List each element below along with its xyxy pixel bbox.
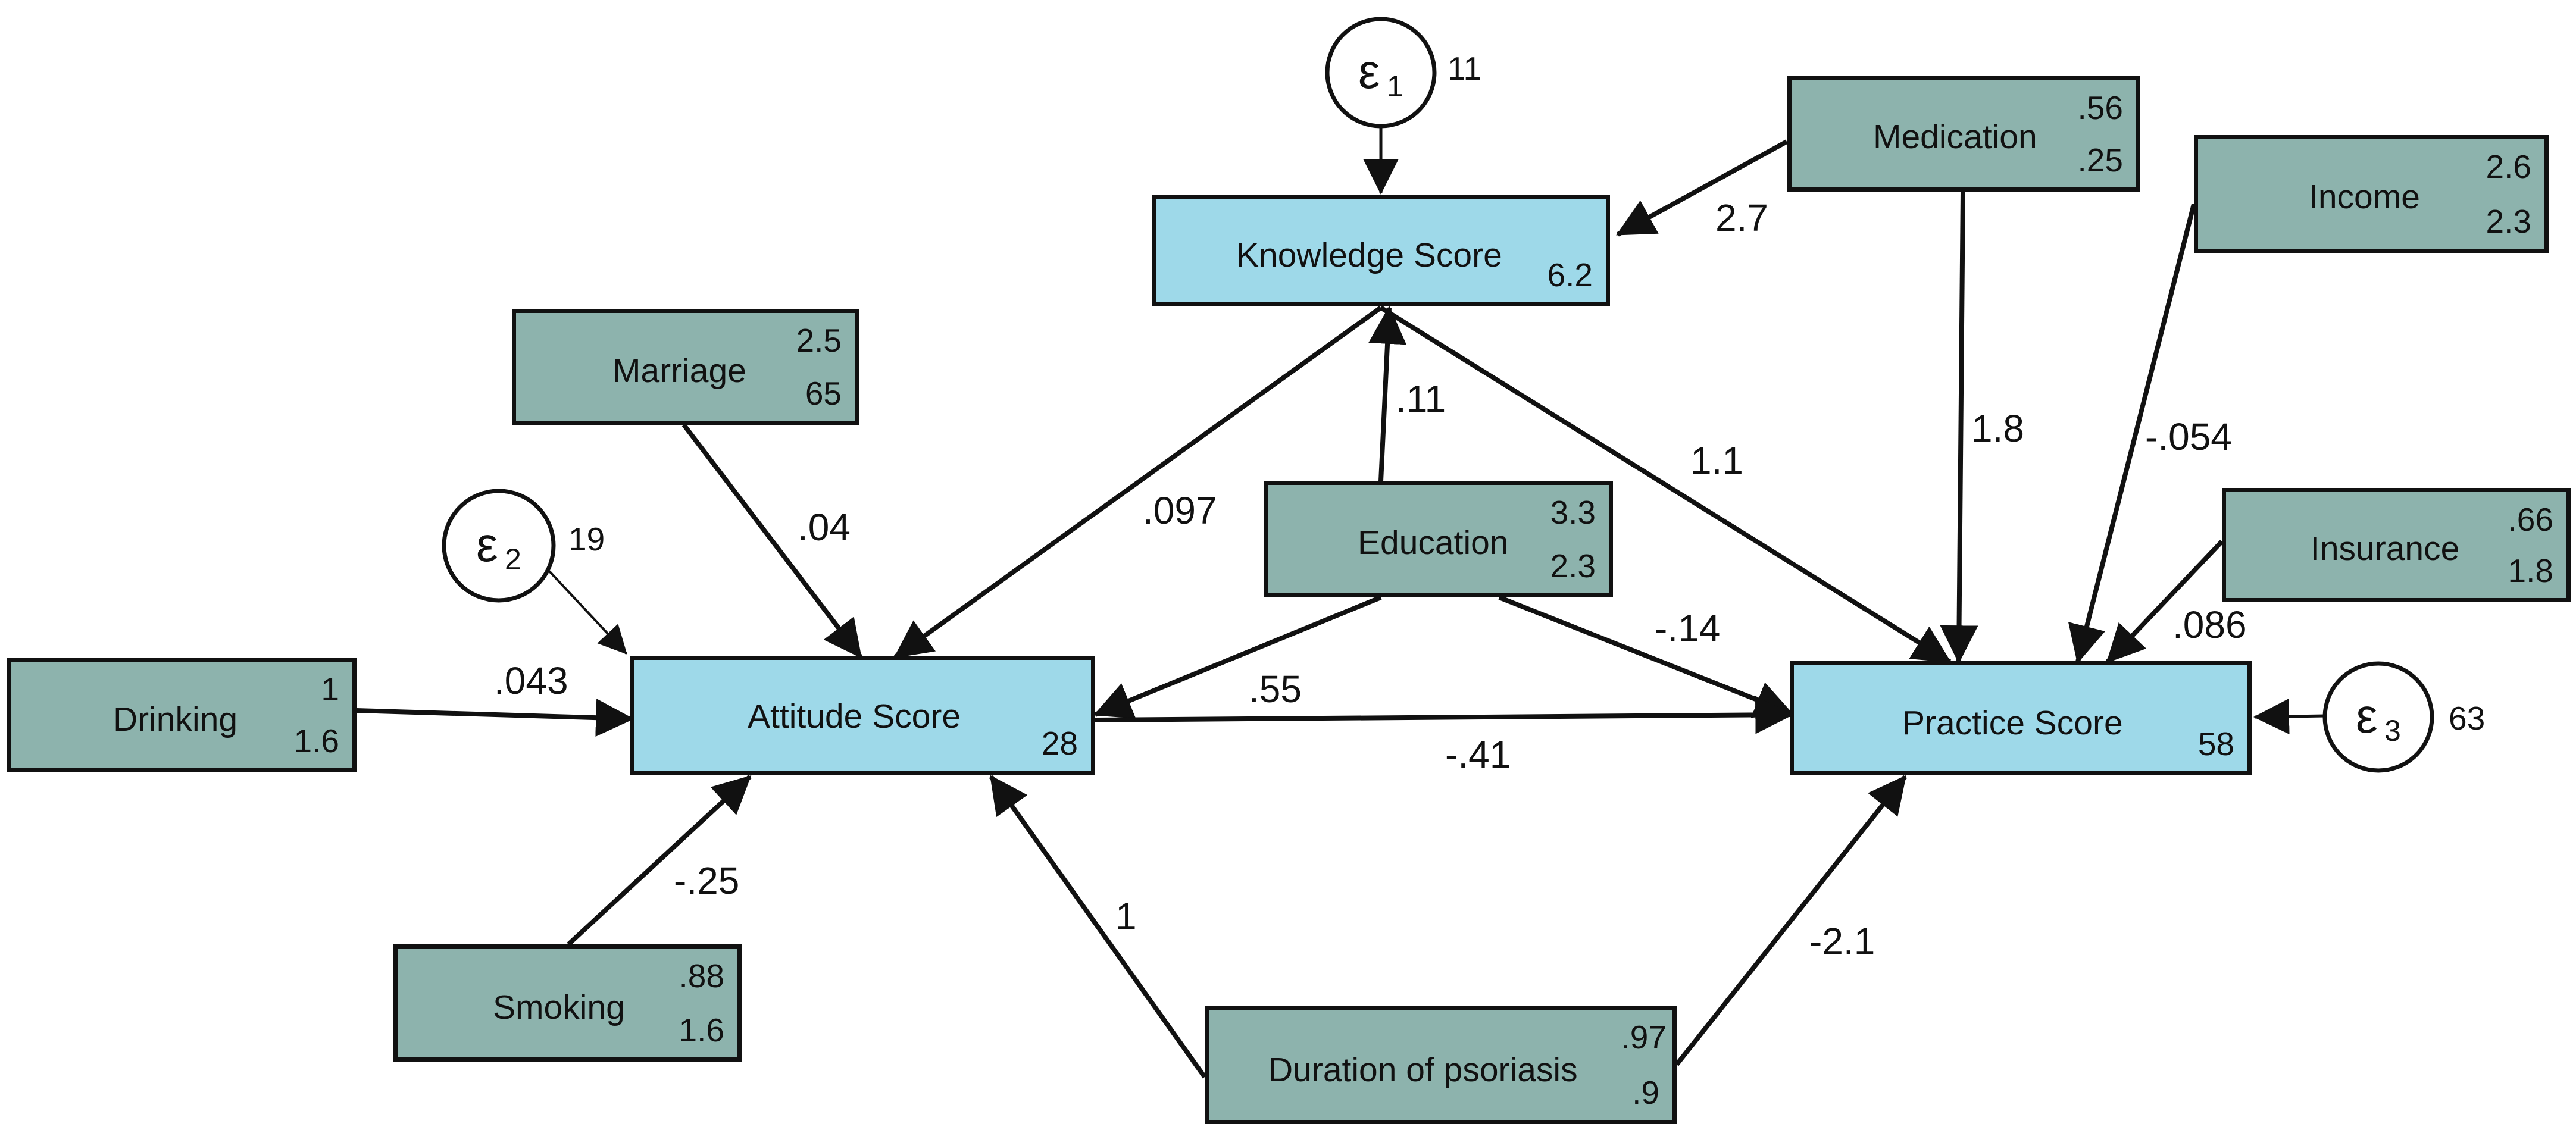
node-income-label: Income	[2309, 178, 2420, 216]
arrow-smoking-attitude	[567, 775, 752, 946]
node-drinking-label: Drinking	[113, 700, 238, 738]
coef-medication-practice: 1.8	[1971, 407, 2024, 450]
node-income-value-2: 2.3	[2486, 203, 2531, 240]
node-marriage-value-2: 65	[805, 375, 842, 412]
coef-income-practice: -.054	[2145, 415, 2232, 458]
node-duration-of-psoriasis-value-2: .9	[1632, 1074, 1659, 1111]
node-duration-of-psoriasis-label: Duration of psoriasis	[1268, 1051, 1578, 1089]
node-marriage: Marriage 2.5 65	[512, 309, 859, 425]
error-e2-subscript: 2	[505, 543, 521, 576]
coef-education-knowledge: .11	[1396, 377, 1446, 420]
coef-attitude-practice: -.41	[1445, 733, 1511, 776]
node-income: Income 2.6 2.3	[2194, 135, 2549, 253]
arrow-education-practice	[1498, 595, 1793, 718]
node-medication-value-2: .25	[2077, 142, 2123, 179]
node-knowledge-score-value: 6.2	[1547, 256, 1593, 293]
node-insurance: Insurance .66 1.8	[2222, 488, 2571, 602]
node-insurance-value-2: 1.8	[2508, 552, 2553, 589]
coef-drinking-attitude: .043	[494, 659, 568, 702]
coef-smoking-attitude: -.25	[674, 859, 739, 902]
arrow-attitude-practice	[1095, 696, 1794, 734]
node-drinking-value-1: 1	[321, 671, 339, 708]
arrow-medication-knowledge	[1616, 139, 1788, 237]
node-duration-of-psoriasis: Duration of psoriasis .97 .9	[1205, 1006, 1677, 1124]
node-drinking: Drinking 1 1.6	[7, 658, 357, 772]
node-smoking: Smoking .88 1.6	[393, 944, 742, 1062]
node-attitude-score: Attitude Score 28	[630, 656, 1095, 775]
arrow-insurance-practice	[2106, 540, 2224, 663]
arrow-knowledge-attitude	[893, 305, 1383, 659]
node-practice-score-value: 58	[2197, 725, 2234, 762]
node-insurance-label: Insurance	[2311, 530, 2460, 568]
coef-education-attitude: .55	[1249, 668, 1302, 710]
error-e1-symbol: ε	[1358, 45, 1380, 99]
node-medication: Medication .56 .25	[1787, 76, 2140, 192]
arrow-income-practice	[2068, 204, 2196, 664]
node-knowledge-score: Knowledge Score 6.2	[1152, 195, 1610, 306]
arrow-medication-practice	[1940, 191, 1978, 664]
node-smoking-label: Smoking	[493, 988, 625, 1026]
node-medication-label: Medication	[1873, 118, 2037, 156]
error-e3-symbol: ε	[2356, 689, 2378, 743]
node-marriage-value-1: 2.5	[796, 322, 842, 359]
node-practice-score: Practice Score 58	[1790, 661, 2252, 775]
arrow-knowledge-practice	[1379, 305, 1952, 664]
coef-marriage-attitude: .04	[798, 506, 851, 549]
node-smoking-value-1: .88	[679, 957, 724, 994]
arrow-education-attitude	[1093, 595, 1382, 719]
node-drinking-value-2: 1.6	[293, 722, 339, 759]
error-e3-subscript: 3	[2384, 714, 2401, 747]
arrow-duration-practice	[1674, 775, 1908, 1066]
error-e2-variance: 19	[568, 521, 605, 558]
node-practice-score-label: Practice Score	[1902, 704, 2123, 742]
coef-duration-attitude: 1	[1115, 895, 1137, 938]
node-attitude-score-label: Attitude Score	[748, 697, 961, 735]
coef-medication-knowledge: 2.7	[1715, 196, 1768, 239]
arrow-e3-practice	[2253, 699, 2325, 735]
node-attitude-score-value: 28	[1041, 725, 1078, 762]
coef-knowledge-attitude: .097	[1143, 489, 1217, 532]
coef-duration-practice: -2.1	[1809, 920, 1875, 963]
node-education: Education 3.3 2.3	[1264, 481, 1613, 597]
error-e1-variance: 11	[1448, 50, 1481, 87]
error-e2-symbol: ε	[476, 518, 498, 572]
error-e1-subscript: 1	[1387, 70, 1403, 103]
node-smoking-value-2: 1.6	[679, 1012, 724, 1048]
error-e3: ε 3 63	[2322, 661, 2485, 773]
error-e2: ε 2 19	[442, 489, 605, 603]
arrow-marriage-attitude	[681, 423, 863, 659]
coef-education-practice: -.14	[1655, 607, 1720, 650]
error-e3-variance: 63	[2449, 700, 2485, 737]
error-e1: ε 1 11	[1325, 17, 1481, 129]
arrow-drinking-attitude	[356, 699, 634, 737]
node-income-value-1: 2.6	[2486, 148, 2531, 185]
node-medication-value-1: .56	[2077, 89, 2123, 126]
arrow-duration-attitude	[989, 775, 1207, 1079]
node-education-value-2: 2.3	[1550, 547, 1596, 584]
node-knowledge-score-label: Knowledge Score	[1236, 236, 1502, 274]
node-education-label: Education	[1358, 524, 1509, 562]
coef-insurance-practice: .086	[2172, 603, 2247, 646]
arrow-e2-attitude	[548, 570, 627, 655]
node-education-value-1: 3.3	[1550, 494, 1596, 531]
arrow-education-knowledge	[1368, 305, 1407, 482]
node-marriage-label: Marriage	[612, 352, 746, 390]
coef-knowledge-practice: 1.1	[1690, 439, 1743, 482]
node-duration-of-psoriasis-value-1: .97	[1621, 1019, 1667, 1056]
node-insurance-value-1: .66	[2508, 501, 2553, 538]
